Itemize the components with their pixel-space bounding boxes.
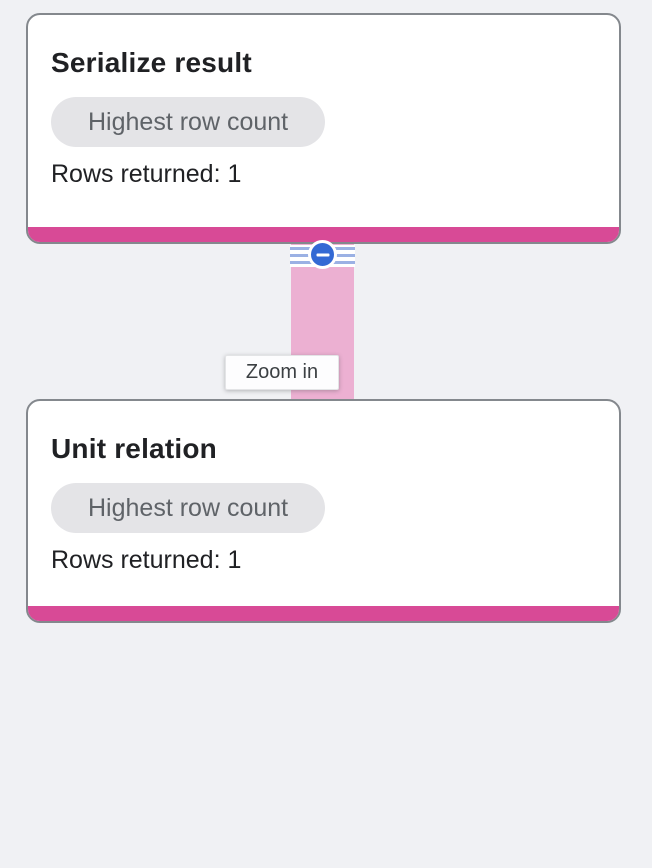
minus-icon — [316, 253, 329, 256]
node-serialize-result[interactable]: Serialize result Highest row count Rows … — [26, 13, 621, 244]
rows-returned-label: Rows returned: 1 — [51, 546, 242, 574]
collapse-edge-button[interactable] — [308, 240, 337, 269]
node-accent-bar — [28, 606, 619, 621]
rows-returned-label: Rows returned: 1 — [51, 160, 242, 188]
node-unit-relation[interactable]: Unit relation Highest row count Rows ret… — [26, 399, 621, 623]
node-accent-bar — [28, 227, 619, 242]
highest-row-count-badge: Highest row count — [51, 483, 326, 533]
highest-row-count-badge: Highest row count — [51, 97, 326, 147]
node-title: Unit relation — [51, 433, 217, 464]
zoom-in-tooltip: Zoom in — [225, 355, 339, 390]
node-title: Serialize result — [51, 47, 252, 78]
